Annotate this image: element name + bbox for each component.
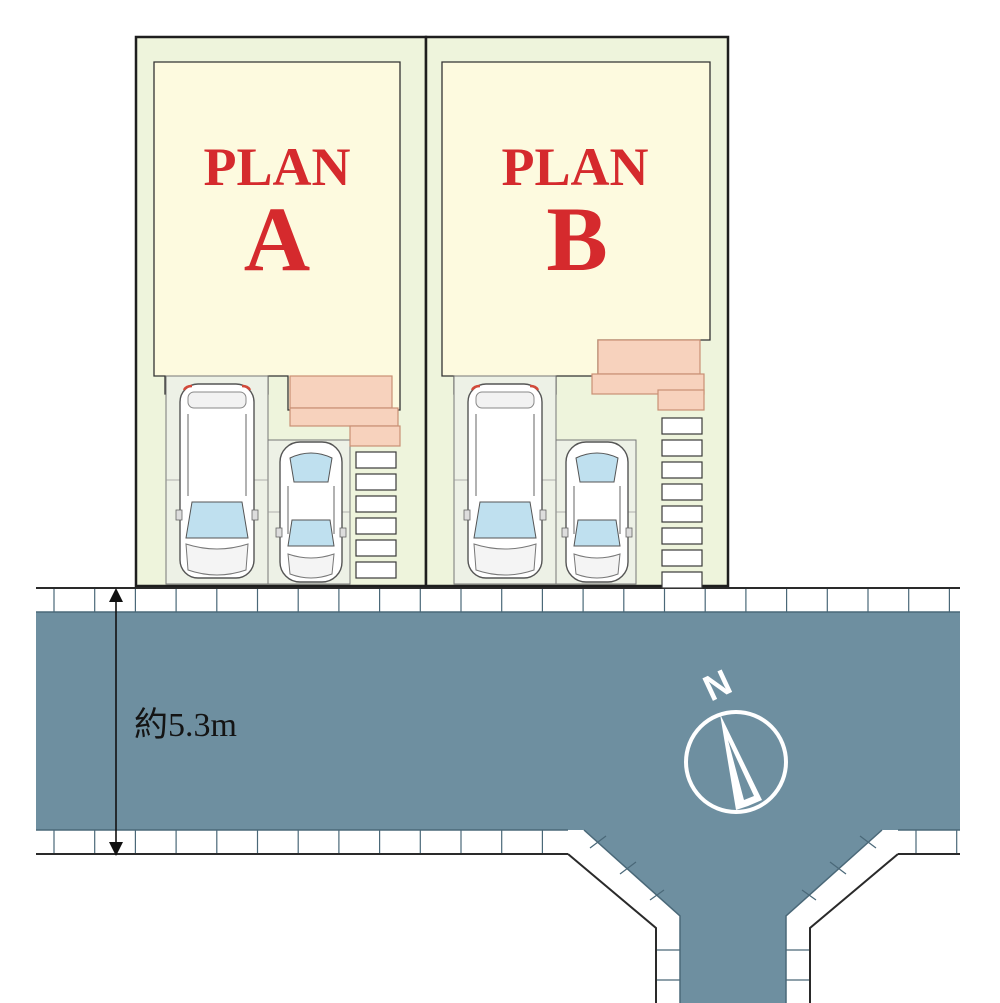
paver-stone bbox=[661, 505, 703, 523]
lot-b-sedan-icon bbox=[561, 441, 633, 583]
paver-stone bbox=[661, 483, 703, 501]
curb-joint bbox=[829, 861, 847, 875]
lot-plan-b[interactable]: PLAN B bbox=[424, 35, 730, 589]
lot-plan-a[interactable]: PLAN A bbox=[134, 35, 428, 588]
plan-a-title: PLAN bbox=[204, 137, 351, 197]
paver-stone bbox=[355, 451, 397, 469]
curb-joint bbox=[619, 861, 637, 875]
paver-stone bbox=[355, 473, 397, 491]
road-width-label: 約5.3m bbox=[134, 706, 237, 744]
paver-stone bbox=[661, 439, 703, 457]
curb-top-blocks bbox=[53, 588, 951, 612]
curb-top bbox=[36, 588, 960, 612]
plan-b-title: PLAN bbox=[502, 137, 649, 197]
compass-needle-icon bbox=[720, 714, 762, 810]
lot-a-walkway-pavers bbox=[355, 451, 397, 579]
paver-stone bbox=[661, 549, 703, 567]
paver-stone bbox=[661, 571, 703, 589]
paver-stone bbox=[355, 539, 397, 557]
plan-a-letter: A bbox=[244, 188, 310, 290]
lot-a-sedan-icon bbox=[275, 441, 347, 583]
lot-b-entrance-steps bbox=[591, 339, 705, 411]
road: 約5.3m N bbox=[36, 587, 960, 1003]
paver-stone bbox=[355, 561, 397, 579]
road-surface bbox=[36, 588, 960, 1003]
paver-stone bbox=[661, 527, 703, 545]
compass-circle bbox=[684, 710, 788, 814]
road-width-dimension bbox=[109, 588, 123, 856]
curb-bottom-right bbox=[898, 830, 960, 854]
paver-stone bbox=[355, 495, 397, 513]
lot-b-van-icon bbox=[462, 382, 548, 580]
paver-stone bbox=[661, 417, 703, 435]
paver-stone bbox=[661, 461, 703, 479]
lot-a-van-icon bbox=[174, 382, 260, 580]
curb-diagonal-right bbox=[786, 830, 898, 1003]
plan-b-letter: B bbox=[546, 188, 607, 290]
paver-stone bbox=[355, 517, 397, 535]
lot-a-entrance-steps bbox=[289, 375, 401, 447]
curb-bottom-left bbox=[36, 830, 568, 854]
lot-b-walkway-pavers bbox=[661, 417, 703, 589]
